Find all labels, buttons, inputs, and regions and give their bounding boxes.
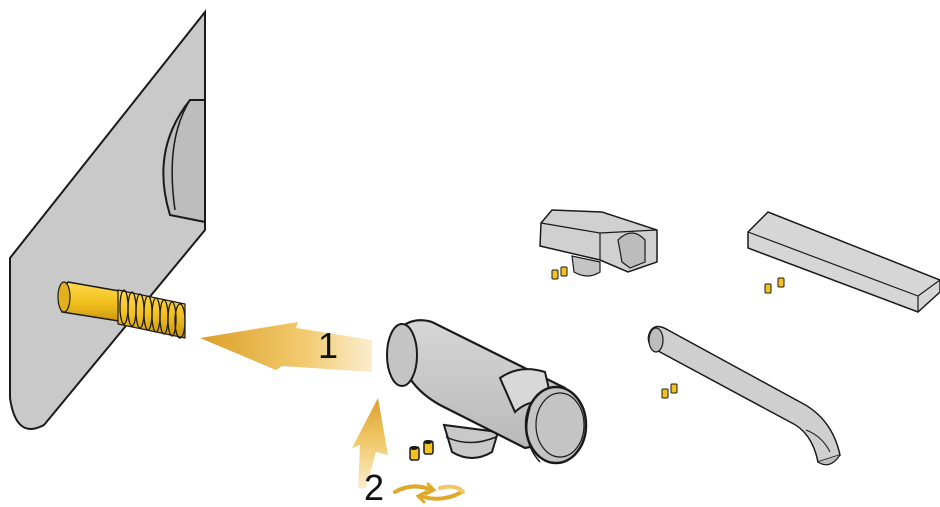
rotation-arrows-icon: [393, 482, 465, 504]
hand-shower-holder: [539, 209, 658, 280]
arrow-step-1: [200, 322, 372, 372]
threaded-pipe: [57, 281, 186, 339]
wall-plate: [9, 9, 206, 430]
spout-elbow: [386, 319, 588, 465]
tube-spout: [647, 325, 841, 466]
step-1-label: 1: [318, 325, 338, 366]
arrow-step-2: [352, 398, 388, 488]
small-screws-icon: [409, 440, 434, 461]
rect-spout: [747, 211, 940, 313]
step-2-label: 2: [364, 467, 384, 507]
